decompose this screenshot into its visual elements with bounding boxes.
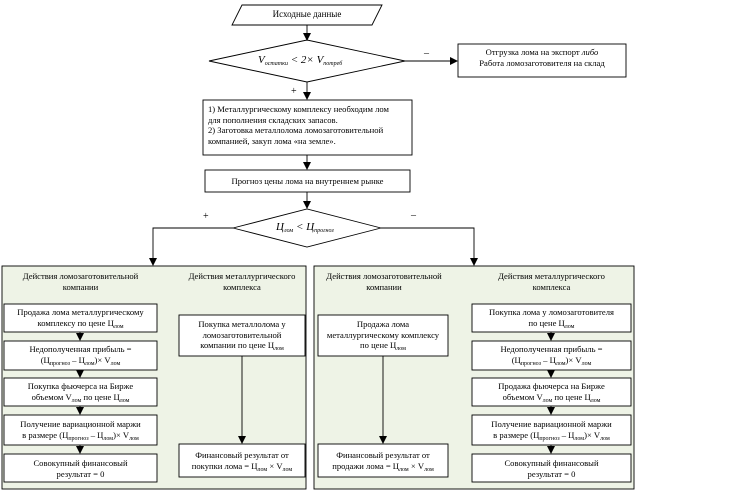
lp-result-label: Финансовый результат от покупки лома = Ц… bbox=[191, 450, 293, 473]
decision-volume-label: Vостатки < 2× Vпотреб bbox=[258, 54, 343, 67]
lp-purchase-label: Покупка металлолома у ломозаготовительно… bbox=[198, 319, 286, 352]
lp-sale-box bbox=[3, 303, 158, 333]
rp-margin-label: Получение вариационной маржи в размере (… bbox=[491, 419, 612, 442]
rp-lost-profit-box bbox=[471, 340, 632, 371]
lp-sale-label: Продажа лома металлургическому комплексу… bbox=[17, 307, 144, 330]
lp-lost-profit-label: Недополученная прибыль = (Цпрогноз – Цло… bbox=[29, 344, 132, 367]
export-box bbox=[457, 43, 627, 78]
rp-margin-box bbox=[471, 414, 632, 446]
rp-futures-box bbox=[471, 377, 632, 407]
lp-lost-profit-box bbox=[3, 340, 158, 371]
forecast-box bbox=[204, 169, 411, 193]
lp-total-box bbox=[3, 453, 158, 483]
requirements-label: 1) Металлургическому комплексу необходим… bbox=[208, 104, 389, 146]
rp-total-box bbox=[471, 453, 632, 483]
decision-volume-yes: + bbox=[291, 86, 297, 97]
lp-margin-box bbox=[3, 414, 158, 446]
decision-volume-no: – bbox=[424, 48, 429, 59]
lp-futures-box bbox=[3, 377, 158, 407]
arrow-no-right-panel bbox=[381, 227, 478, 266]
export-label: Отгрузка лома на экспорт либо Работа лом… bbox=[479, 47, 605, 68]
forecast-label: Прогноз цены лома на внутреннем рынке bbox=[231, 176, 384, 186]
rp-buy-box bbox=[471, 303, 632, 333]
rp-sale-box bbox=[317, 314, 449, 357]
rp-futures-label: Продажа фьючерса на Бирже объемом Vлом п… bbox=[498, 381, 605, 404]
start-label: Исходные данные bbox=[272, 9, 342, 19]
rp-result-box bbox=[317, 443, 449, 478]
lp-margin-label: Получение вариационной маржи в размере (… bbox=[20, 419, 141, 442]
requirements-box bbox=[202, 99, 413, 156]
lp-result-box bbox=[178, 443, 306, 478]
rp-buy-label: Покупка лома у ломозаготовителя по цене … bbox=[489, 307, 614, 330]
start-node bbox=[231, 4, 383, 26]
rp-sale-label: Продажа лома металлургическому комплексу… bbox=[326, 319, 440, 352]
rp-lost-profit-label: Недополученная прибыль = (Цпрогноз – Цло… bbox=[500, 344, 603, 367]
lp-futures-label: Покупка фьючерса на Бирже объемом Vлом п… bbox=[27, 381, 134, 404]
lp-purchase-box bbox=[178, 314, 306, 357]
rp-result-label: Финансовый результат от продажи лома = Ц… bbox=[332, 450, 434, 473]
decision-price-no: – bbox=[411, 210, 416, 221]
decision-price-label: Цлом < Цпрогноз bbox=[276, 221, 334, 234]
arrow-yes-left-panel bbox=[149, 227, 233, 266]
decision-price-yes: + bbox=[203, 211, 209, 222]
